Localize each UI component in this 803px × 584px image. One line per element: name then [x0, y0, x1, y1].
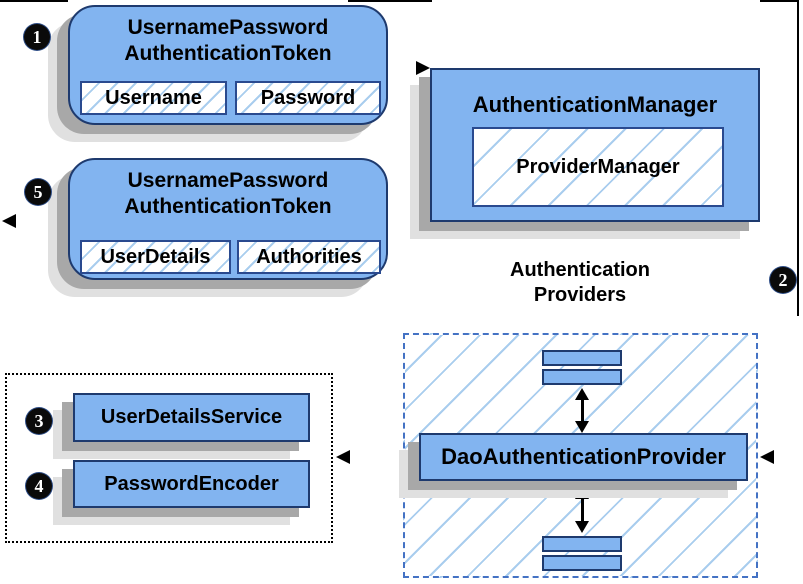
- username-password-token-response-box: UsernamePassword AuthenticationToken Use…: [68, 158, 388, 280]
- user-details-service-label: UserDetailsService: [100, 406, 283, 428]
- response-line: [14, 0, 68, 2]
- step-1-badge: 1: [24, 24, 50, 50]
- response-arrowhead-icon: [2, 214, 16, 228]
- token-request-title-line2: AuthenticationToken: [124, 42, 332, 65]
- authentication-manager-title: AuthenticationManager: [472, 92, 718, 117]
- provider-manager-box: ProviderManager: [472, 127, 724, 207]
- manager-to-provider-line-bottom: [772, 0, 799, 2]
- provider-stack-bar-4: [542, 555, 622, 571]
- dao-authentication-provider-label: DaoAuthenticationProvider: [441, 444, 726, 469]
- step-1-number: 1: [32, 26, 42, 47]
- user-details-service-box: UserDetailsService: [73, 393, 310, 442]
- provider-arrowhead-icon: [760, 450, 774, 464]
- provider-stack-bar-3: [542, 536, 622, 552]
- password-field-label: Password: [260, 86, 356, 109]
- step-3-badge: 3: [26, 408, 52, 434]
- token-to-manager-arrowhead-icon: [416, 61, 430, 75]
- authentication-providers-label-line2: Providers: [533, 284, 627, 306]
- authentication-manager-box: AuthenticationManager ProviderManager: [430, 68, 760, 222]
- password-field-box: Password: [235, 81, 381, 115]
- authentication-providers-label: Authentication Providers: [470, 258, 690, 308]
- user-details-field-box: UserDetails: [80, 240, 231, 274]
- authentication-providers-label-line1: Authentication: [510, 259, 650, 281]
- provider-manager-label: ProviderManager: [516, 155, 680, 178]
- step-4-badge: 4: [26, 473, 52, 499]
- services-arrowhead-icon: [336, 450, 350, 464]
- step-3-number: 3: [34, 410, 44, 431]
- step-2-badge: 2: [770, 267, 796, 293]
- token-response-title-line2: AuthenticationToken: [124, 195, 332, 218]
- step-5-badge: 5: [25, 179, 51, 205]
- double-arrow-top-icon: [574, 388, 590, 433]
- password-encoder-box: PasswordEncoder: [73, 460, 310, 508]
- token-request-title: UsernamePassword AuthenticationToken: [70, 15, 386, 67]
- provider-stack-bar-2: [542, 369, 622, 385]
- step-4-number: 4: [34, 475, 44, 496]
- username-field-box: Username: [80, 81, 227, 115]
- manager-to-provider-line-vertical: [797, 0, 799, 316]
- authorities-field-label: Authorities: [256, 245, 362, 268]
- step-5-number: 5: [33, 181, 43, 202]
- token-response-title: UsernamePassword AuthenticationToken: [70, 168, 386, 220]
- user-details-field-label: UserDetails: [100, 245, 211, 268]
- double-arrow-bottom-icon: [574, 487, 590, 533]
- provider-to-services-line: [348, 0, 419, 2]
- username-field-label: Username: [105, 86, 202, 109]
- token-response-title-line1: UsernamePassword: [127, 169, 329, 192]
- provider-stack-bar-1: [542, 350, 622, 366]
- username-password-token-request-box: UsernamePassword AuthenticationToken Use…: [68, 5, 388, 125]
- authorities-field-box: Authorities: [237, 240, 381, 274]
- token-request-title-line1: UsernamePassword: [127, 16, 329, 39]
- dao-authentication-provider-box: DaoAuthenticationProvider: [419, 433, 748, 481]
- step-2-number: 2: [778, 269, 788, 290]
- password-encoder-label: PasswordEncoder: [104, 472, 279, 495]
